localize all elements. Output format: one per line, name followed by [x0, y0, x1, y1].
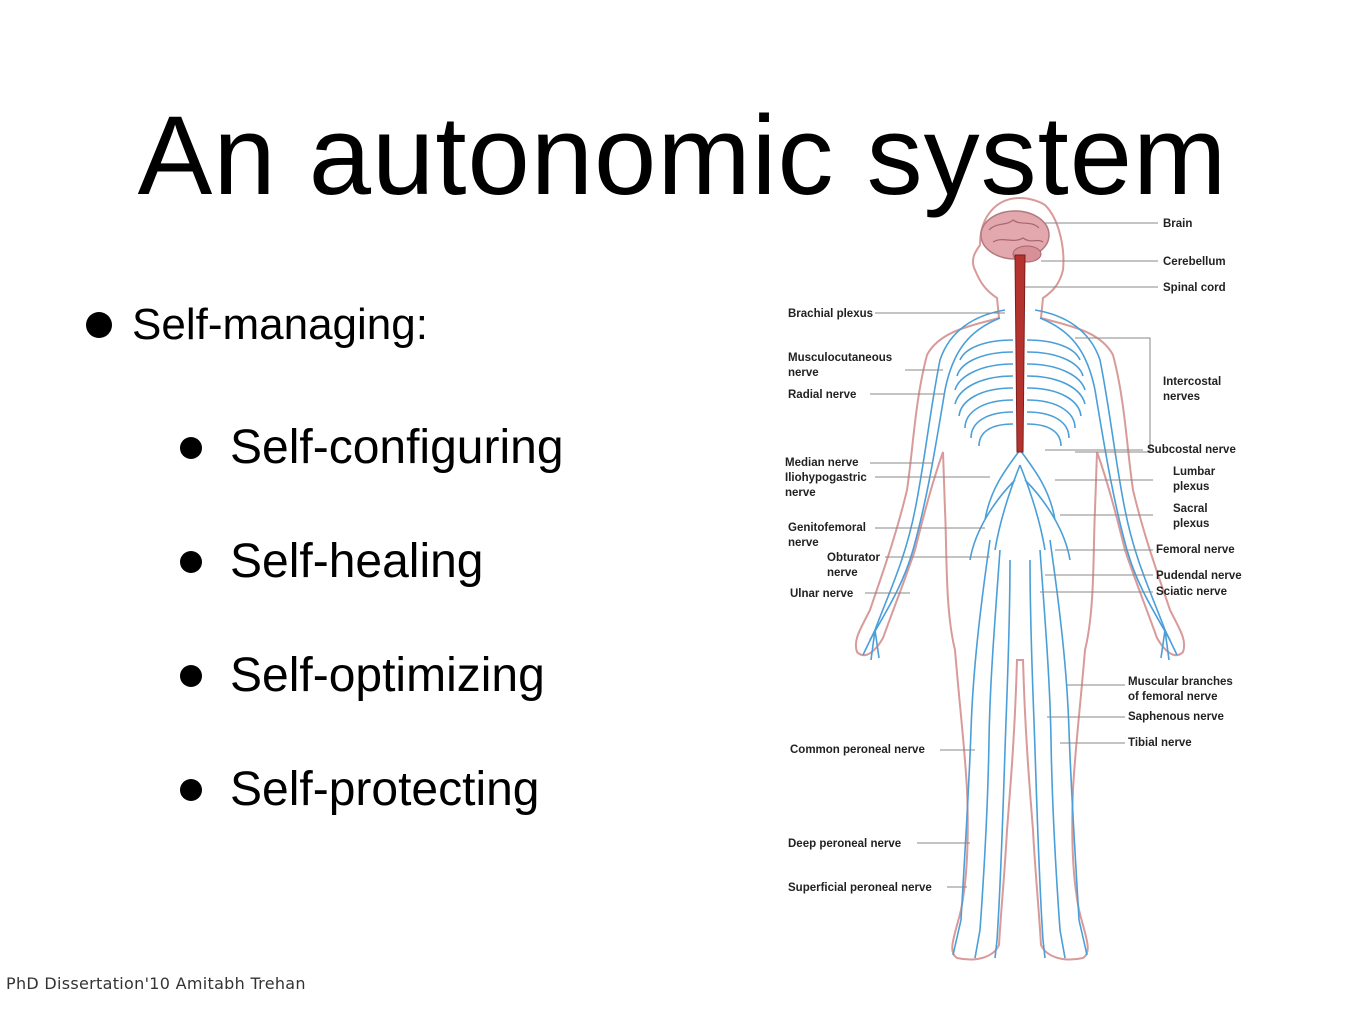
bullet-dot-icon — [180, 550, 202, 573]
label-muscular-1: Muscular branches — [1128, 676, 1233, 688]
label-musculo-1: Musculocutaneous — [788, 352, 892, 364]
label-ilio-1: Iliohypogastric — [785, 472, 867, 484]
sub-bullet-text: Self-configuring — [230, 421, 564, 474]
label-common-peroneal: Common peroneal nerve — [790, 744, 925, 756]
nervous-system-diagram: Brain Cerebellum Spinal cord Intercostal… — [785, 196, 1242, 961]
sub-bullet-1: Self-configuring — [180, 420, 564, 475]
label-muscular-2: of femoral nerve — [1128, 691, 1217, 703]
sub-bullet-text: Self-healing — [230, 535, 484, 588]
bullet-dot-icon — [180, 664, 202, 687]
sub-bullet-2: Self-healing — [180, 534, 484, 589]
label-deep-peroneal: Deep peroneal nerve — [788, 838, 901, 850]
label-genito-1: Genitofemoral — [788, 522, 866, 534]
brain-icon — [980, 210, 1050, 263]
label-sacral-2: plexus — [1173, 518, 1209, 530]
slide-title: An autonomic system — [137, 93, 1228, 218]
bullet-dot-icon — [180, 436, 202, 459]
label-radial: Radial nerve — [788, 389, 856, 401]
label-tibial: Tibial nerve — [1128, 737, 1192, 749]
label-brachial: Brachial plexus — [788, 308, 873, 320]
label-sacral-1: Sacral — [1173, 503, 1208, 515]
sub-bullet-4: Self-protecting — [180, 762, 540, 817]
label-subcostal: Subcostal nerve — [1147, 444, 1236, 456]
label-spinal-cord: Spinal cord — [1163, 282, 1226, 294]
bullet-dot-icon — [180, 778, 202, 801]
label-ulnar: Ulnar nerve — [790, 588, 853, 600]
sub-bullet-text: Self-protecting — [230, 763, 540, 816]
sub-bullet-text: Self-optimizing — [230, 649, 545, 702]
label-lumbar-1: Lumbar — [1173, 466, 1216, 478]
label-superficial-peroneal: Superficial peroneal nerve — [788, 882, 932, 894]
body-outline — [854, 196, 1186, 961]
label-genito-2: nerve — [788, 537, 819, 549]
label-musculo-2: nerve — [788, 367, 819, 379]
leader-lines — [865, 222, 1158, 888]
sub-bullet-3: Self-optimizing — [180, 648, 545, 703]
label-obturator-2: nerve — [827, 567, 858, 579]
bullet-self-managing: Self-managing: — [86, 300, 428, 350]
label-femoral: Femoral nerve — [1156, 544, 1235, 556]
label-cerebellum: Cerebellum — [1163, 256, 1226, 268]
label-intercostal-1: Intercostal — [1163, 376, 1221, 388]
label-obturator-1: Obturator — [827, 552, 881, 564]
spinal-cord — [1014, 254, 1026, 453]
label-saphenous: Saphenous nerve — [1128, 711, 1224, 723]
label-median: Median nerve — [785, 457, 859, 469]
label-sciatic: Sciatic nerve — [1156, 586, 1227, 598]
label-pudendal: Pudendal nerve — [1156, 570, 1242, 582]
label-lumbar-2: plexus — [1173, 481, 1209, 493]
bullet-text: Self-managing: — [132, 300, 428, 349]
label-ilio-2: nerve — [785, 487, 816, 499]
bullet-dot-icon — [86, 312, 112, 338]
footer-credit: PhD Dissertation'10 Amitabh Trehan — [6, 974, 306, 993]
peripheral-nerves — [862, 309, 1178, 959]
label-intercostal-2: nerves — [1163, 391, 1200, 403]
label-brain: Brain — [1163, 218, 1192, 230]
